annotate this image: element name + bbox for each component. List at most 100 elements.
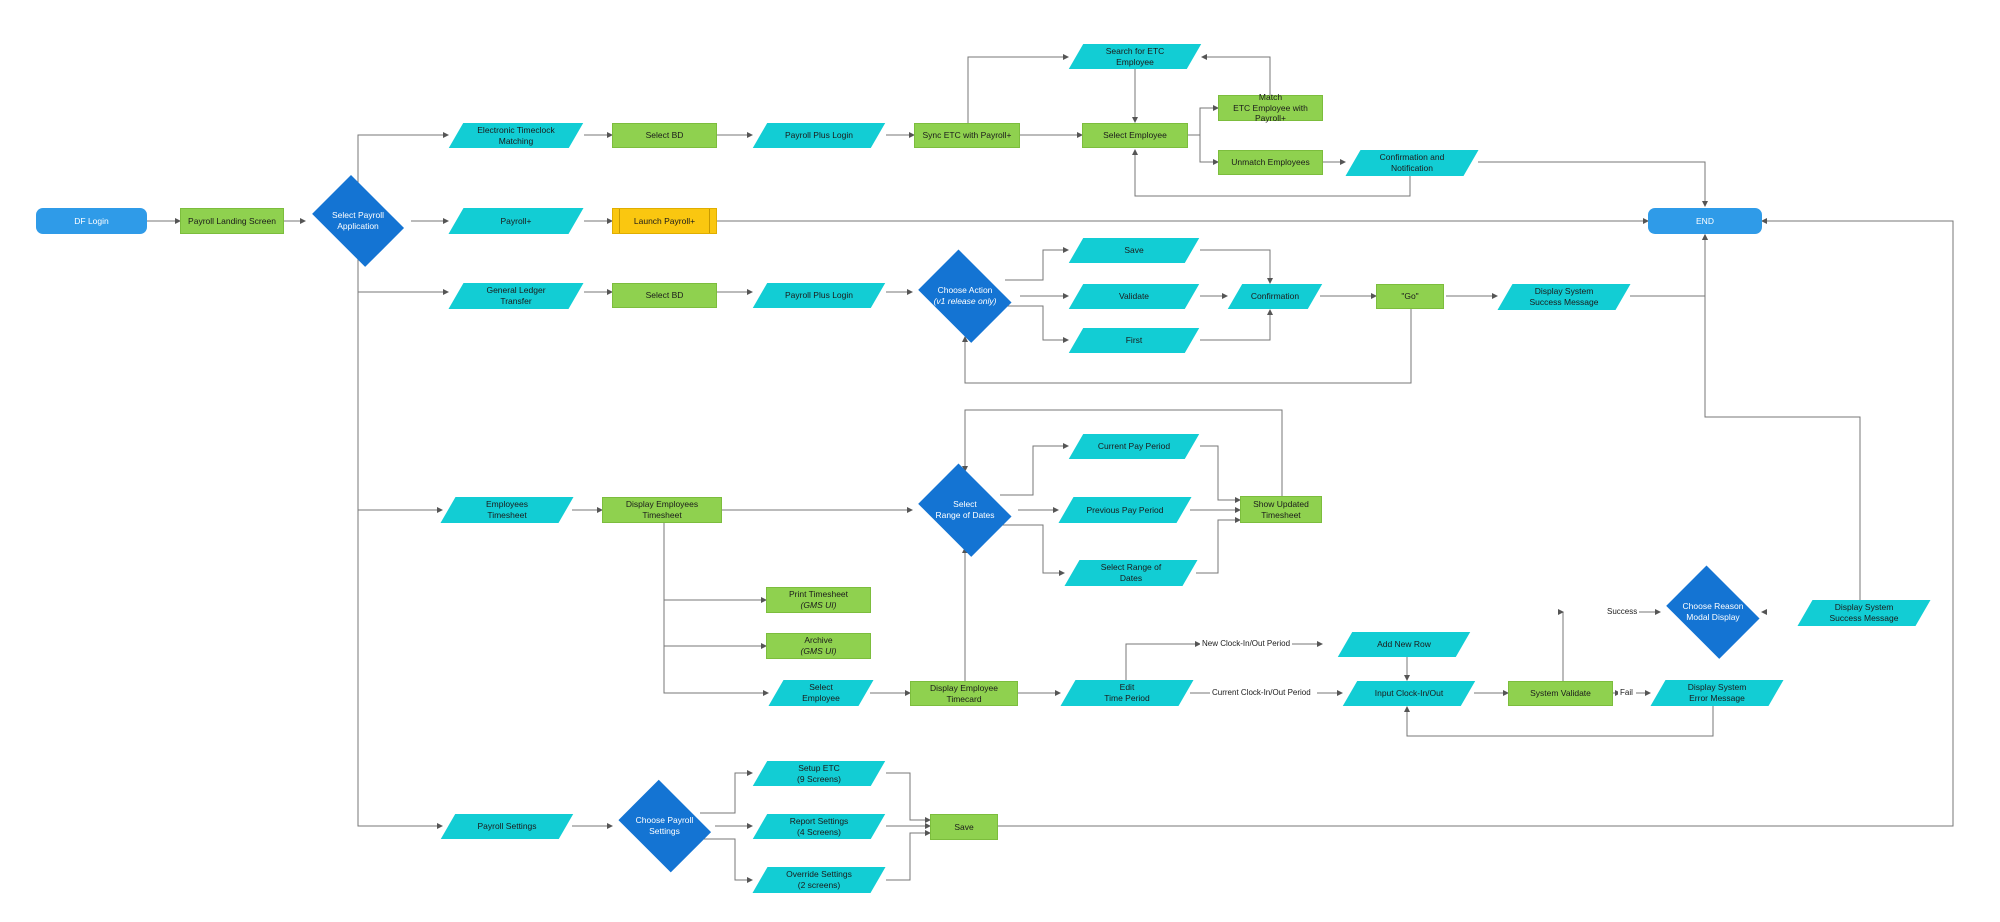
display-success-2-line2: Success Message <box>1829 613 1899 623</box>
edge-setup-save <box>886 772 931 823</box>
edit-time-period-line2: Time Period <box>1104 693 1150 703</box>
confirmation-label: Confirmation <box>1250 291 1300 302</box>
confirmation-notification-line2: Notification <box>1390 163 1434 173</box>
display-success-1-line1: Display System <box>1534 286 1594 297</box>
search-etc-line2: Employee <box>1116 56 1154 67</box>
edge-range-select <box>1000 524 1065 576</box>
choose-action-note: (v1 release only) <box>933 296 997 306</box>
edge-save-confirm <box>1200 249 1273 284</box>
payroll-plus-login-1-label: Payroll Plus Login <box>784 130 854 141</box>
first-node: First <box>1076 328 1192 353</box>
select-payroll-app-line1: Select Payroll <box>332 210 384 221</box>
setup-etc-line2: (9 Screens) <box>797 773 841 784</box>
input-clock-node: Input Clock-In/Out <box>1350 681 1468 706</box>
end-node: END <box>1648 208 1762 234</box>
display-success-1-line2: Success Message <box>1529 297 1599 307</box>
previous-pay-period-node: Previous Pay Period <box>1066 497 1184 523</box>
print-timesheet-line1: Print Timesheet <box>788 589 849 600</box>
edge-confirm-selectemp <box>1132 149 1411 197</box>
unmatch-employees-node: Unmatch Employees <box>1218 150 1323 175</box>
validate-label: Validate <box>1118 291 1150 302</box>
go-node: "Go" <box>1376 284 1444 309</box>
edge-selectemp-match <box>1188 105 1219 136</box>
etc-matching-line1: Electronic Timeclock <box>477 124 555 135</box>
edge-first-confirm <box>1200 309 1273 341</box>
payroll-plus-login-2-node: Payroll Plus Login <box>760 283 878 308</box>
display-employees-timesheet-node: Display Employees Timesheet <box>602 497 722 523</box>
edge-app-employees <box>357 260 443 513</box>
end-label: END <box>1696 215 1714 226</box>
employees-timesheet-line1: Employees <box>485 499 529 510</box>
sync-etc-label: Sync ETC with Payroll+ <box>922 130 1012 141</box>
display-employees-timesheet-label: Display Employees Timesheet <box>625 499 699 520</box>
edit-time-period-line1: Edit <box>1119 682 1135 693</box>
choose-payroll-settings-line2: Settings <box>649 826 680 836</box>
unmatch-employees-label: Unmatch Employees <box>1231 157 1310 168</box>
print-timesheet-node: Print Timesheet(GMS UI) <box>766 587 871 613</box>
choose-reason-line2: Modal Display <box>1686 612 1740 622</box>
select-range-line2: Range of Dates <box>935 510 995 520</box>
edge-go-action <box>962 308 1412 384</box>
edge-current-show <box>1200 445 1241 503</box>
input-clock-label: Input Clock-In/Out <box>1374 688 1444 699</box>
select-range-line1: Select <box>953 499 977 510</box>
edge-display-archive <box>663 600 767 649</box>
save-2-node: Save <box>930 814 998 840</box>
confirmation-notification-line1: Confirmation and <box>1379 152 1445 163</box>
payroll-settings-label: Payroll Settings <box>477 821 537 832</box>
edge-choose-setup <box>700 770 753 814</box>
payroll-plus-node: Payroll+ <box>456 208 576 234</box>
fail-edge-label: Fail <box>1618 688 1635 697</box>
select-employee-2-line1: Select <box>809 682 833 693</box>
match-etc-line1: Match <box>1258 92 1283 103</box>
edge-edit-newperiod <box>1125 641 1201 680</box>
edge-selectemp-unmatch <box>1188 134 1219 165</box>
payroll-plus-login-2-label: Payroll Plus Login <box>784 290 854 301</box>
current-period-edge-label: Current Clock-In/Out Period <box>1210 688 1313 697</box>
system-validate-node: System Validate <box>1508 681 1613 706</box>
current-pay-period-node: Current Pay Period <box>1076 434 1192 459</box>
select-bd-2-label: Select BD <box>645 290 684 301</box>
select-bd-2-node: Select BD <box>612 283 717 308</box>
edge-error-input <box>1404 706 1714 737</box>
payroll-landing-node: Payroll Landing Screen <box>180 208 284 234</box>
report-settings-line1: Report Settings <box>789 815 849 826</box>
choose-action-decision: Choose Action(v1 release only) <box>912 256 1018 336</box>
add-new-row-label: Add New Row <box>1377 639 1431 650</box>
display-error-line1: Display System <box>1687 682 1747 693</box>
edge-selectrange-show <box>1196 517 1241 574</box>
system-validate-label: System Validate <box>1530 688 1591 699</box>
select-range-of-dates-line1: Select Range of <box>1100 562 1162 573</box>
df-login-label: DF Login <box>74 215 109 226</box>
edge-display-end <box>1630 234 1708 297</box>
edge-save2-end <box>998 218 1954 827</box>
display-employee-timecard-node: Display Employee Timecard <box>910 681 1018 706</box>
select-range-of-dates-line2: Dates <box>1119 573 1143 583</box>
setup-etc-node: Setup ETC(9 Screens) <box>760 761 878 786</box>
validate-node: Validate <box>1076 284 1192 309</box>
gl-transfer-line2: Transfer <box>500 296 532 306</box>
display-employee-timecard-label: Display Employee Timecard <box>929 682 999 704</box>
payroll-landing-label: Payroll Landing Screen <box>188 215 276 226</box>
archive-node: Archive(GMS UI) <box>766 633 871 659</box>
edge-sync-search <box>967 54 1069 125</box>
show-updated-line1: Show Updated <box>1253 498 1309 509</box>
setup-etc-line1: Setup ETC <box>798 762 840 773</box>
payroll-settings-node: Payroll Settings <box>448 814 566 839</box>
edge-success2-end <box>1702 234 1861 600</box>
launch-payroll-plus-node: Launch Payroll+ <box>612 208 717 234</box>
edge-override-save <box>886 830 931 881</box>
edge-action-save <box>1005 247 1069 281</box>
